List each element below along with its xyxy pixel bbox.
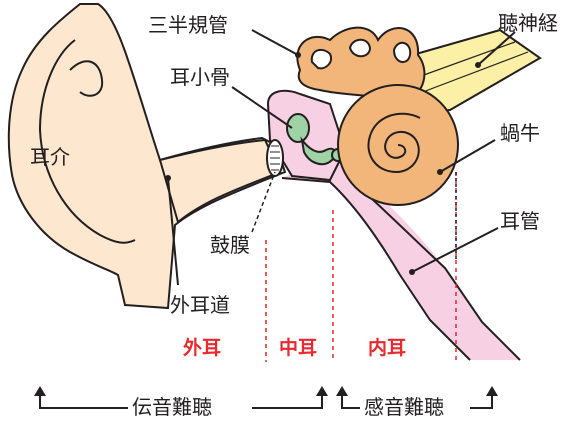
leader-semicircular-dot [295,52,301,58]
region-middle-label: 中耳 [279,336,317,359]
arrow-conductive-right [316,386,328,396]
leader-auditory-nerve-dot [475,62,481,68]
label-conductive-hearing-loss: 伝音難聴 [132,395,212,419]
label-eustachian-tube: 耳管 [500,209,540,233]
semicircular-canal-hole-1 [312,50,331,68]
leader-semicircular-canals [252,30,298,55]
leader-ear-canal-dot [165,175,171,181]
label-cochlea: 蝸牛 [500,121,540,145]
label-auricle: 耳介 [30,145,70,169]
label-auditory-nerve: 聴神経 [498,11,558,35]
label-ear-canal: 外耳道 [170,293,230,317]
semicircular-canal-hole-2 [350,40,370,57]
leader-eustachian-dot [409,269,415,275]
semicircular-canal-hole-3 [394,43,410,62]
leader-cochlea-dot [437,169,443,175]
label-sensorineural-hearing-loss: 感音難聴 [364,395,444,419]
arrow-conductive-left [34,386,46,396]
arrow-sensorineural-right [486,386,498,396]
label-eardrum: 鼓膜 [210,233,250,257]
region-outer-label: 外耳 [183,336,221,359]
arrow-sensorineural-left [336,386,348,396]
label-ossicles: 耳小骨 [170,65,230,89]
region-inner-label: 内耳 [368,336,406,359]
label-semicircular-canals: 三半規管 [148,13,228,37]
